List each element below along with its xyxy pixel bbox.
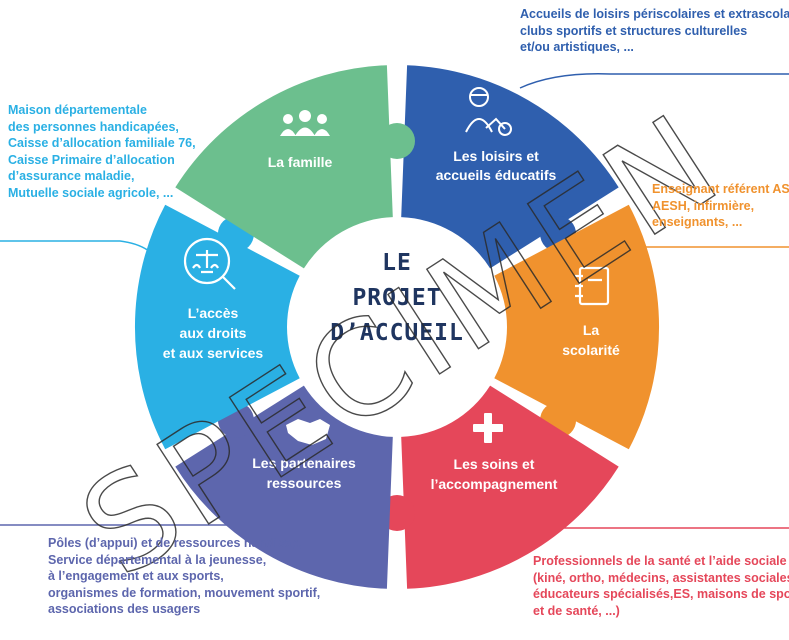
segment-soins-line-2: l’accompagnement	[431, 476, 558, 492]
note-line: AESH, infirmière,	[652, 198, 755, 213]
note-bottom-left: Pôles (d’appui) et de ressources handica…	[48, 535, 320, 618]
segment-acces-line-1: L’accès	[188, 305, 239, 321]
connector-left	[0, 240, 159, 263]
note-line: Pôles (d’appui) et de ressources handica…	[48, 536, 303, 550]
ring-segment-famille	[175, 65, 393, 269]
note-top-right: Accueils de loisirs périscolaires et ext…	[520, 6, 789, 56]
connector-top-right	[519, 73, 789, 89]
note-line: Caisse Primaire d’allocation	[8, 152, 175, 167]
segment-scolarite-line-1: La	[583, 322, 600, 338]
center-title-line-2: PROJET	[352, 285, 441, 311]
note-line: éducateurs spécialisés,ES, maisons de sp…	[533, 587, 789, 601]
segment-partenaires-line-2: ressources	[267, 475, 342, 491]
center-title-line-3: D’ACCUEIL	[330, 320, 464, 346]
note-bottom-right: Professionnels de la santé et l’aide soc…	[533, 553, 789, 619]
note-line: Mutuelle sociale agricole, ...	[8, 185, 174, 200]
note-line: Professionnels de la santé et l’aide soc…	[533, 554, 787, 568]
note-line: des personnes handicapées,	[8, 119, 179, 134]
cyclist-icon	[465, 87, 512, 136]
note-line: Maison départementale	[8, 103, 147, 117]
note-line: clubs sportifs et structures culturelles	[520, 23, 748, 38]
note-line: (kiné, ortho, médecins, assistantes soci…	[533, 570, 789, 585]
handshake-icon	[286, 419, 330, 445]
cross-icon	[473, 413, 503, 443]
segment-scolarite-line-2: scolarité	[562, 342, 620, 358]
ring-segment-soins	[401, 385, 619, 589]
center-title-line-1: LE	[382, 250, 412, 276]
segment-famille-line-1: La famille	[268, 154, 333, 170]
note-line: organismes de formation, mouvement sport…	[48, 585, 321, 600]
puzzle-knob-famille	[379, 123, 415, 159]
segment-acces-line-2: aux droits	[180, 325, 247, 341]
ring-segment-acces	[134, 204, 300, 450]
segment-label-loisirs: Les loisirs et accueils éducatifs	[436, 148, 557, 183]
note-line: Accueils de loisirs périscolaires et ext…	[520, 7, 789, 21]
family-icon	[280, 110, 330, 136]
note-line: Caisse d’allocation familiale 76,	[8, 136, 196, 150]
puzzle-ring	[134, 65, 660, 589]
note-line: à l’engagement et aux sports,	[48, 569, 224, 583]
notebook-icon	[575, 266, 610, 306]
segment-loisirs-line-2: accueils éducatifs	[436, 167, 557, 183]
note-line: et/ou artistiques, ...	[520, 40, 634, 54]
segment-loisirs-line-1: Les loisirs et	[453, 148, 539, 164]
note-line: Service départemental à la jeunesse,	[48, 552, 267, 567]
ring-segment-scolarite	[494, 204, 660, 450]
segment-soins-line-1: Les soins et	[454, 456, 535, 472]
center-title: LE PROJET D’ACCUEIL	[330, 250, 464, 346]
segment-partenaires-line-1: Les partenaires	[252, 455, 356, 471]
justice-scale-icon	[183, 237, 236, 290]
note-left: Maison départementale des personnes hand…	[8, 102, 196, 201]
note-line: enseignants, ...	[652, 215, 743, 229]
segment-label-acces: L’accès aux droits et aux services	[163, 305, 264, 361]
note-right: Enseignant référent ASH, AESH, infirmièr…	[652, 181, 789, 231]
segment-acces-line-3: et aux services	[163, 345, 264, 361]
note-line: associations des usagers	[48, 602, 201, 616]
segment-label-soins: Les soins et l’accompagnement	[431, 456, 558, 492]
segment-label-famille: La famille	[268, 154, 333, 170]
note-line: Enseignant référent ASH,	[652, 182, 789, 196]
segment-label-scolarite: La scolarité	[562, 322, 620, 358]
note-line: et de santé, ...)	[533, 603, 620, 618]
note-line: d’assurance maladie,	[8, 169, 135, 183]
segment-label-partenaires: Les partenaires ressources	[252, 455, 356, 491]
